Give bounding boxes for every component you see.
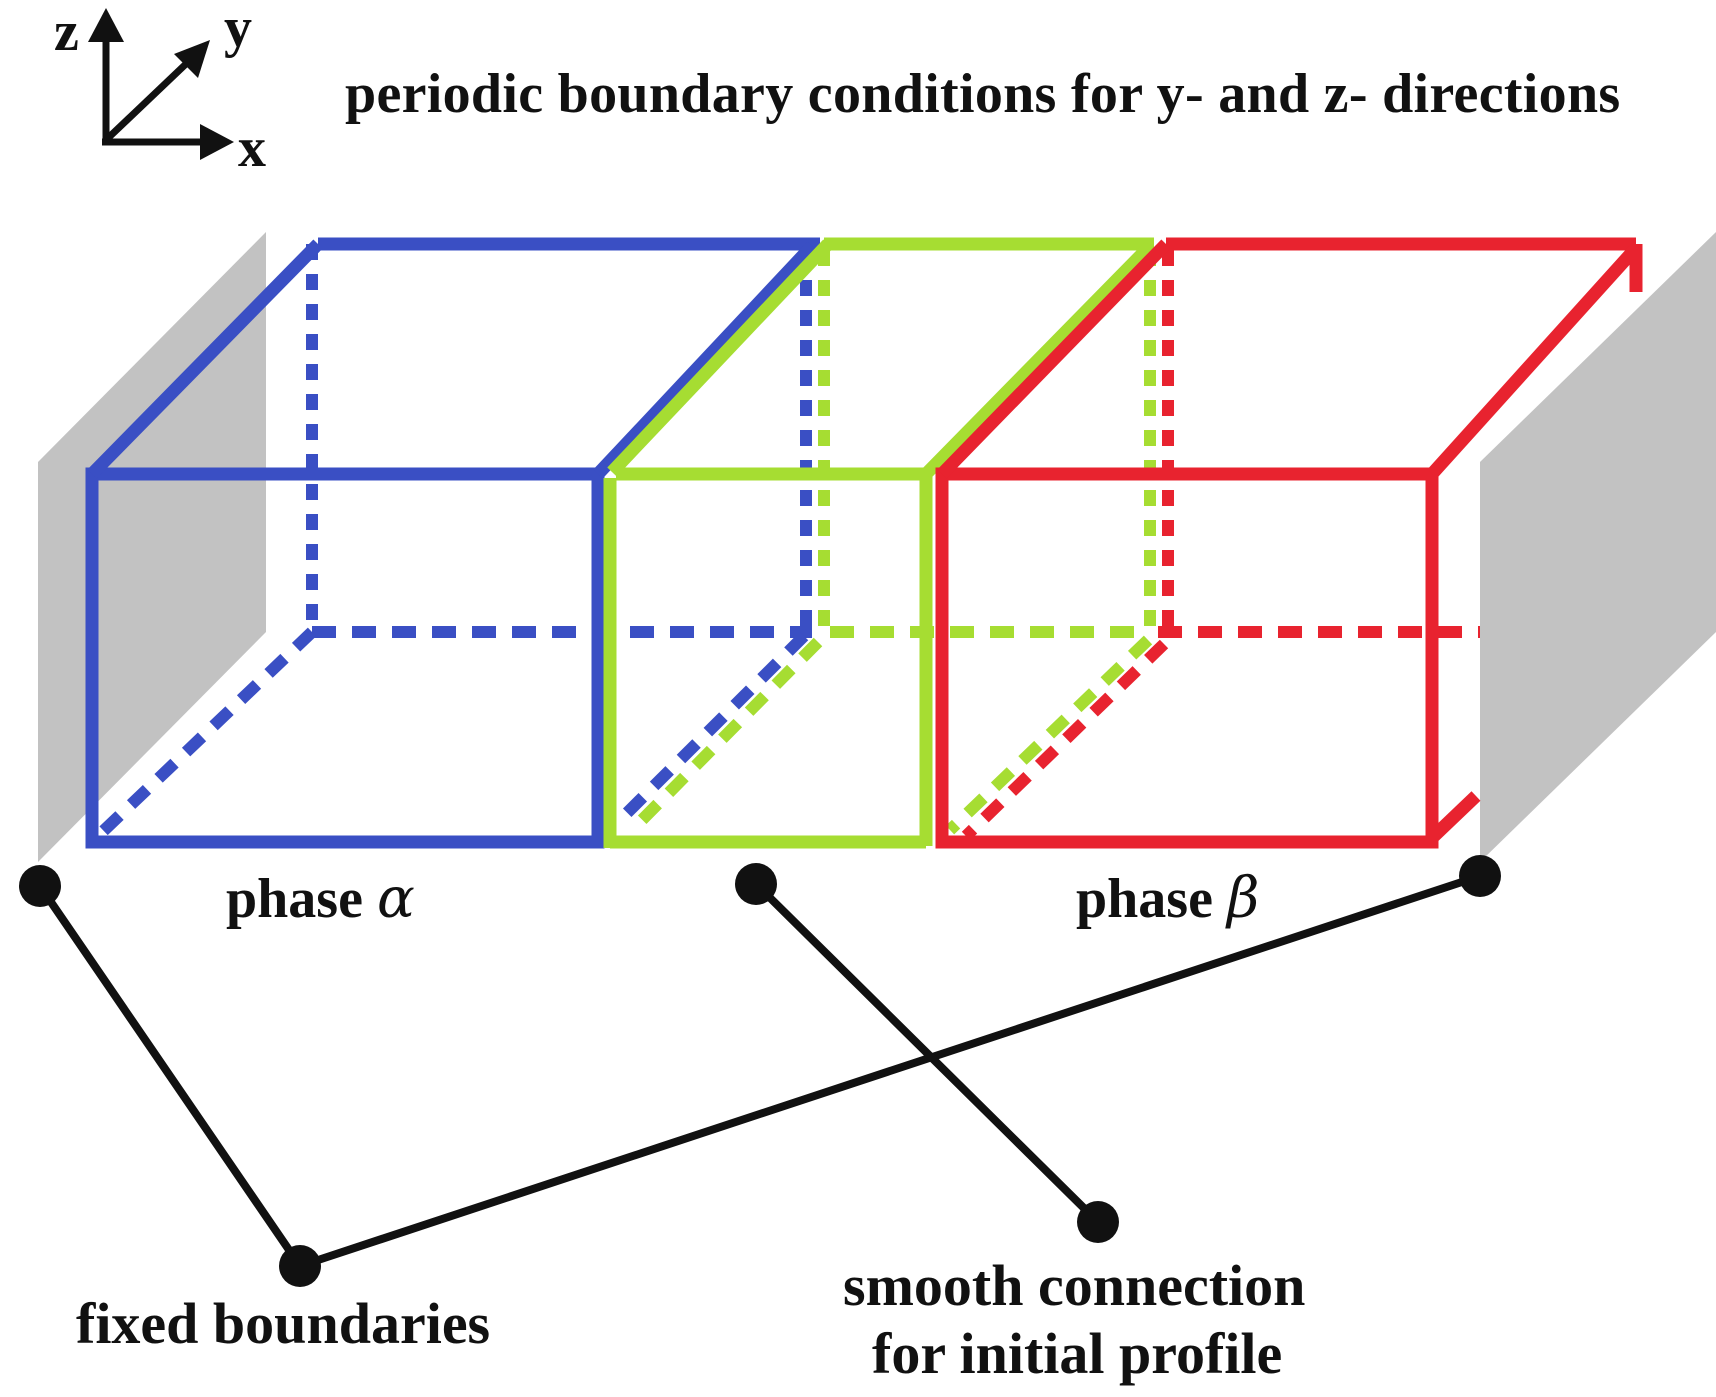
interface-bottom-depth-2 bbox=[945, 635, 1153, 835]
interface-top-left-edge bbox=[607, 239, 833, 477]
beta-front-face bbox=[935, 467, 1439, 849]
interface-bottom-depth bbox=[631, 637, 823, 831]
leader-smooth bbox=[752, 880, 1102, 1226]
x-arrowhead bbox=[200, 124, 234, 160]
fixed-boundaries-label: fixed boundaries bbox=[76, 1291, 491, 1356]
alpha-bottom-depth-2 bbox=[615, 631, 809, 825]
alpha-front-face bbox=[85, 467, 605, 849]
z-arrowhead bbox=[88, 8, 124, 42]
leader-lines bbox=[36, 872, 1484, 1270]
interface-top-right-edge bbox=[921, 241, 1155, 479]
right-fixed-wall bbox=[1480, 232, 1716, 862]
dot-interface bbox=[735, 863, 777, 905]
dot-smooth-label bbox=[1077, 1201, 1119, 1243]
y-arrowhead bbox=[174, 40, 210, 78]
dot-right-wall bbox=[1459, 855, 1501, 897]
y-axis-label: y bbox=[224, 0, 252, 59]
phase-alpha-text: phase bbox=[226, 868, 363, 930]
hidden-edges bbox=[91, 244, 1480, 843]
smooth-connection-label-line2: for initial profile bbox=[872, 1321, 1283, 1386]
alpha-box bbox=[85, 237, 820, 849]
alpha-symbol: α bbox=[376, 866, 415, 931]
dot-left-wall bbox=[19, 865, 61, 907]
beta-top-left-edge bbox=[937, 239, 1171, 479]
smooth-connection-label-line1: smooth connection bbox=[843, 1253, 1306, 1318]
beta-top-right-edge bbox=[1427, 243, 1641, 479]
alpha-top-right-edge bbox=[593, 241, 817, 479]
phase-alpha-label: phase α bbox=[226, 866, 415, 931]
beta-bottom-right-stub bbox=[1427, 791, 1481, 843]
dot-fixed-label bbox=[279, 1245, 321, 1287]
alpha-top-left-edge bbox=[87, 239, 323, 479]
axes-glyph bbox=[88, 8, 234, 160]
leader-fixed-left bbox=[36, 882, 304, 1270]
interface-box bbox=[603, 237, 1155, 849]
y-axis-line bbox=[103, 59, 191, 143]
alpha-bottom-depth bbox=[91, 627, 317, 843]
x-axis-label: x bbox=[238, 117, 266, 179]
leader-fixed-right bbox=[296, 872, 1484, 1270]
beta-box bbox=[935, 237, 1643, 849]
beta-bottom-depth bbox=[961, 639, 1169, 841]
phase-beta-text: phase bbox=[1076, 868, 1213, 930]
beta-symbol: β bbox=[1226, 866, 1260, 931]
z-axis-label: z bbox=[54, 1, 79, 63]
diagram-title: periodic boundary conditions for y- and … bbox=[345, 63, 1621, 125]
phase-beta-label: phase β bbox=[1076, 866, 1259, 931]
leader-dots bbox=[19, 855, 1501, 1287]
